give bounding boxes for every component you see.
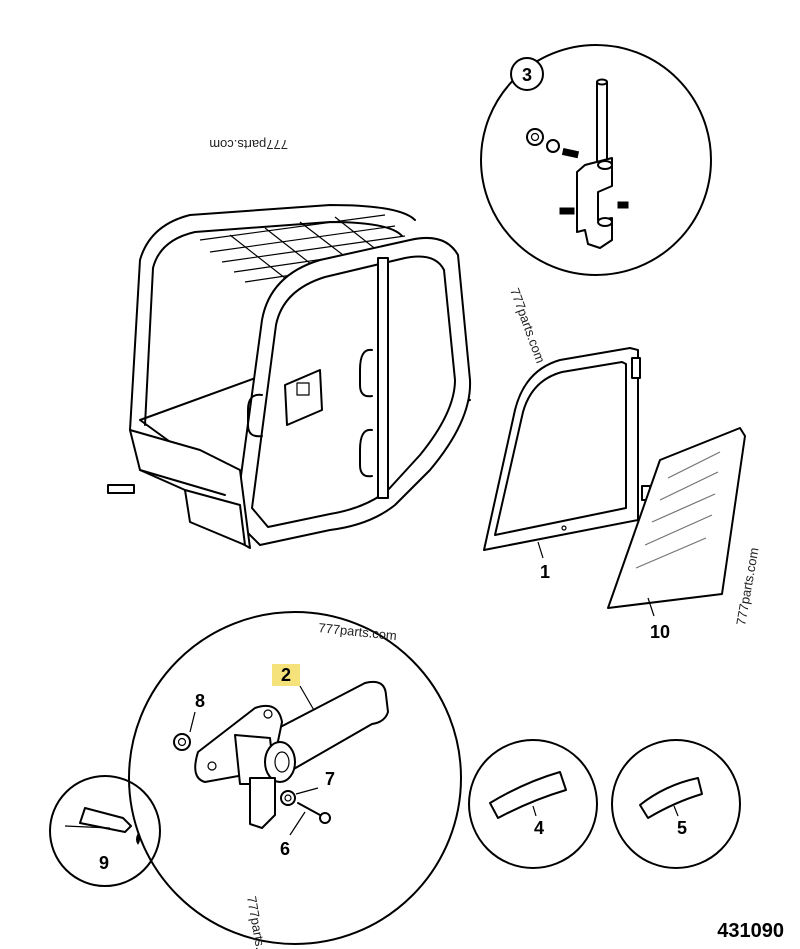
callout-3-circle — [510, 57, 544, 91]
watermark-2: 777parts.com — [507, 286, 548, 365]
callout-3: 3 — [522, 65, 532, 85]
callout-9: 9 — [99, 853, 109, 873]
detail-2-handle: 2 8 7 6 — [128, 611, 462, 945]
callout-2-highlight — [272, 664, 300, 686]
detail-3-hinge: 3 — [480, 44, 712, 276]
detail-9-adhesive: 9 — [49, 775, 161, 887]
cab-frame — [107, 204, 472, 549]
watermark-3: 777parts.com — [318, 620, 398, 643]
callout-4: 4 — [534, 818, 544, 838]
watermark-4: 777parts.com — [733, 546, 761, 626]
window-frame-1: 1 — [483, 347, 651, 582]
watermark-1: 777parts.com — [209, 137, 288, 152]
watermark-5: 777parts.cc — [244, 895, 271, 949]
callout-1: 1 — [540, 562, 550, 582]
detail-5-seal: 5 — [611, 739, 741, 869]
detail-4-seal: 4 — [468, 739, 598, 869]
callout-2: 2 — [281, 665, 291, 685]
glass-pane-10: 10 — [607, 427, 746, 642]
callout-7: 7 — [325, 769, 335, 789]
callout-8: 8 — [195, 691, 205, 711]
callout-10: 10 — [650, 622, 670, 642]
callout-6: 6 — [280, 839, 290, 859]
callout-5: 5 — [677, 818, 687, 838]
document-number: 431090 — [717, 920, 784, 942]
